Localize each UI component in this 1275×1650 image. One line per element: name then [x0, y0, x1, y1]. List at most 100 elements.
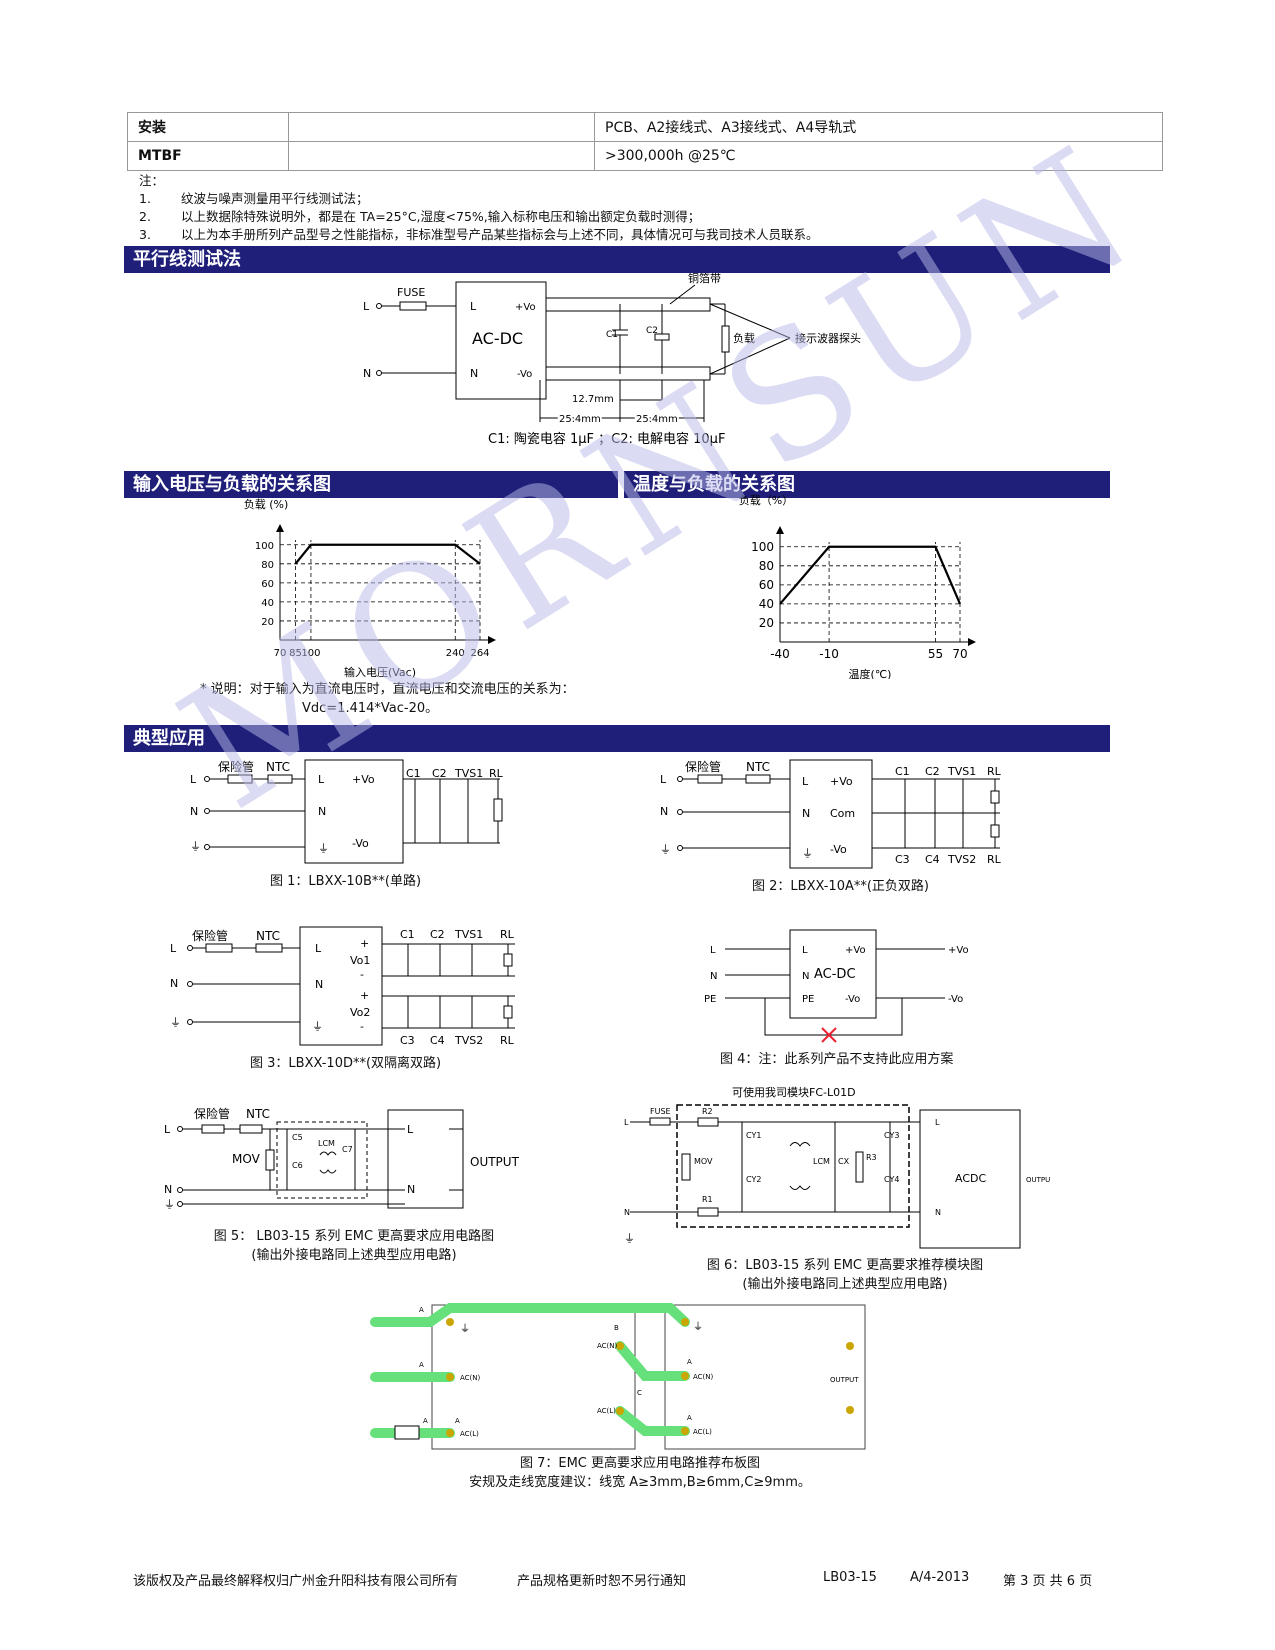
x-tick-label: 85: [289, 648, 302, 659]
x-tick-label: 55: [928, 647, 943, 661]
svg-text:+Vo: +Vo: [352, 773, 375, 786]
svg-text:N: N: [318, 805, 326, 818]
svg-text:AC-DC: AC-DC: [814, 967, 856, 982]
fig2-caption: 图 2：LBXX-10A**(正负双路): [752, 879, 929, 894]
dc-note: * 说明：对于输入为直流电压时，直流电压和交流电压的关系为： Vdc=1.414…: [200, 682, 575, 716]
fig6-circuit: 可使用我司模块FC-L01D L FUSE R2 N R1 ⏚ MOV CY1 …: [624, 1086, 1050, 1249]
ground-icon: ⏚: [190, 840, 201, 853]
svg-text:-: -: [360, 1020, 364, 1033]
svg-text:N: N: [660, 805, 668, 818]
fig1-circuit: L 保险管 NTC N ⏚ L N ⏚ +Vo -Vo C1 C2 TVS1 R…: [190, 759, 504, 864]
svg-text:R2: R2: [702, 1107, 713, 1116]
ground-icon: ⏚: [164, 1198, 175, 1211]
y-tick-label: 100: [751, 540, 774, 554]
svg-text:LCM: LCM: [813, 1157, 830, 1166]
svg-text:C: C: [637, 1389, 642, 1397]
svg-text:MOV: MOV: [232, 1152, 261, 1166]
svg-text:NTC: NTC: [256, 929, 280, 943]
svg-text:C2: C2: [432, 767, 447, 780]
svg-text:N: N: [802, 971, 809, 982]
x-tick-label: -10: [819, 647, 839, 661]
svg-text:OUTPUT: OUTPUT: [830, 1376, 859, 1384]
x-axis-arrow: [968, 638, 976, 646]
y-tick-label: 80: [759, 559, 774, 573]
svg-text:C1: C1: [895, 765, 910, 778]
x-tick-label: -40: [770, 647, 790, 661]
svg-text:L: L: [318, 773, 325, 786]
notes-label: 注：: [139, 173, 165, 188]
svg-text:L: L: [315, 942, 322, 955]
svg-text:C1: C1: [406, 767, 421, 780]
y-tick-label: 40: [261, 598, 274, 609]
x-axis-arrow: [488, 636, 496, 644]
svg-text:AC(L): AC(L): [693, 1428, 712, 1436]
svg-text:PE: PE: [802, 994, 814, 1005]
y-tick-label: 80: [261, 560, 274, 571]
svg-text:RL: RL: [500, 1034, 515, 1047]
svg-text:N: N: [190, 805, 198, 818]
svg-text:N: N: [802, 807, 810, 820]
svg-text:12.7mm: 12.7mm: [572, 394, 614, 405]
fig7-caption: 图 7：EMC 更高要求应用电路推荐布板图 安规及走线宽度建议：线宽 A≥3mm…: [469, 1456, 811, 1490]
y-axis-arrow: [776, 526, 784, 534]
svg-text:AC(N): AC(N): [460, 1374, 481, 1382]
svg-text:N: N: [470, 367, 478, 380]
x-tick-label: 100: [301, 648, 320, 659]
x-tick-label: 70: [274, 648, 287, 659]
svg-text:L: L: [660, 773, 667, 786]
svg-text:C3: C3: [400, 1034, 415, 1047]
svg-text:AC(L): AC(L): [597, 1407, 616, 1415]
svg-text:保险管: 保险管: [685, 759, 721, 774]
svg-text:C1: C1: [606, 330, 618, 340]
svg-text:AC(L): AC(L): [460, 1430, 479, 1438]
fig4-caption: 图 4：注：此系列产品不支持此应用方案: [720, 1052, 954, 1067]
svg-text:NTC: NTC: [266, 760, 290, 774]
spec-key: 安装: [127, 112, 289, 142]
svg-text:AC-DC: AC-DC: [472, 329, 523, 348]
section-header-temp-curve: 温度与负载的关系图: [624, 471, 1110, 498]
svg-text:C3: C3: [895, 853, 910, 866]
svg-text:-: -: [360, 968, 364, 981]
svg-text:C2: C2: [925, 765, 940, 778]
ground-icon: ⏚: [802, 847, 813, 860]
svg-text:FUSE: FUSE: [397, 286, 425, 299]
svg-text:C1: 陶瓷电容 1μF ；C2: 电解电容 10μF: C1: 陶瓷电容 1μF ；C2: 电解电容 10μF: [488, 431, 725, 447]
svg-text:Vo2: Vo2: [350, 1006, 370, 1019]
svg-text:B: B: [614, 1324, 619, 1332]
svg-text:C6: C6: [292, 1161, 303, 1170]
x-tick-label: 70: [952, 647, 967, 661]
svg-text:NTC: NTC: [246, 1107, 270, 1121]
svg-text:OUTPUT: OUTPUT: [1026, 1176, 1050, 1184]
y-tick-label: 60: [261, 579, 274, 590]
footer-copyright: 该版权及产品最终解释权归广州金升阳科技有限公司所有: [133, 1574, 459, 1589]
fig6-caption: 图 6：LB03-15 系列 EMC 更高要求推荐模块图 (输出外接电路同上述典…: [706, 1258, 984, 1292]
svg-text:C4: C4: [430, 1034, 445, 1047]
svg-text:A: A: [419, 1306, 424, 1314]
svg-text:CY3: CY3: [884, 1131, 899, 1140]
svg-text:TVS2: TVS2: [454, 1034, 483, 1047]
fig3-circuit: L 保险管 NTC N ⏚ L N ⏚ Vo1 Vo2 + - + - C1 C…: [170, 926, 515, 1047]
svg-text:OUTPUT: OUTPUT: [470, 1155, 520, 1169]
svg-text:L: L: [190, 773, 197, 786]
svg-text:RL: RL: [987, 853, 1002, 866]
svg-text:TVS1: TVS1: [454, 928, 483, 941]
svg-text:CY1: CY1: [746, 1131, 761, 1140]
svg-text:TVS2: TVS2: [947, 853, 976, 866]
x-tick-label: 240: [446, 648, 465, 659]
fig2-circuit: L 保险管 NTC N ⏚ L N ⏚ +Vo Com -Vo C1 C2 TV…: [660, 759, 1002, 869]
svg-text:N: N: [164, 1183, 172, 1196]
svg-text:L: L: [935, 1118, 940, 1127]
svg-text:R3: R3: [866, 1153, 877, 1162]
svg-text:-Vo: -Vo: [845, 994, 860, 1005]
y-axis-arrow: [276, 524, 284, 532]
ground-icon: ⏚: [624, 1232, 635, 1245]
svg-text:ACDC: ACDC: [955, 1172, 986, 1185]
svg-text:C7: C7: [342, 1145, 353, 1154]
svg-text:RL: RL: [500, 928, 515, 941]
svg-text:C2: C2: [646, 326, 658, 336]
spec-key: MTBF: [127, 141, 289, 171]
svg-text:A: A: [687, 1414, 692, 1422]
fig5-caption: 图 5： LB03-15 系列 EMC 更高要求应用电路图 (输出外接电路同上述…: [213, 1229, 495, 1263]
svg-text:L: L: [802, 945, 808, 956]
